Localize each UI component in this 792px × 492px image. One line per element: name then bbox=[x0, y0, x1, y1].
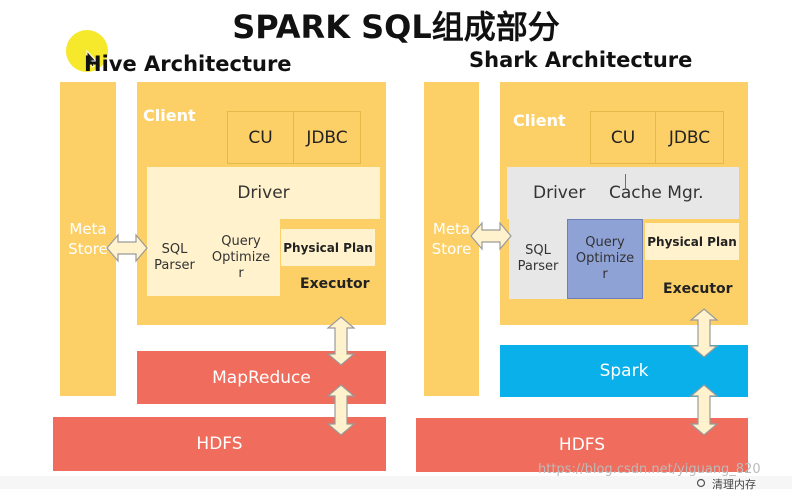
shark-spark-label: Spark bbox=[599, 361, 649, 381]
hive-hdfs-label: HDFS bbox=[196, 434, 243, 454]
hive-query-optimizer: Query Optimize r bbox=[202, 219, 280, 296]
shark-hdfs: HDFS bbox=[416, 418, 748, 472]
shark-cache-mgr-label: Cache Mgr. bbox=[609, 183, 704, 203]
shark-metastore-parser-arrow bbox=[470, 221, 512, 251]
hive-cu: CU bbox=[227, 111, 294, 164]
shark-hdfs-label: HDFS bbox=[558, 435, 606, 455]
shark-jdbc: JDBC bbox=[656, 111, 724, 164]
mouse-cursor-icon bbox=[86, 49, 98, 68]
hive-jdbc: JDBC bbox=[294, 111, 361, 164]
shark-metastore-label: Meta Store bbox=[431, 220, 472, 258]
hive-sql-parser: SQL Parser bbox=[147, 219, 202, 296]
text-cursor bbox=[625, 174, 626, 190]
shark-executor-spark-arrow bbox=[689, 308, 719, 358]
hive-executor-mapreduce-arrow bbox=[326, 316, 356, 366]
shark-driver-label: Driver bbox=[533, 183, 586, 203]
shark-driver-cache: Driver Cache Mgr. bbox=[507, 167, 739, 219]
refresh-icon[interactable] bbox=[696, 478, 706, 488]
hive-client-label: Client bbox=[143, 106, 196, 125]
hive-physical-plan-label: Physical Plan bbox=[283, 240, 373, 255]
hive-mapreduce-label: MapReduce bbox=[212, 367, 311, 388]
footer-bar bbox=[0, 476, 792, 489]
page-title: SPARK SQL组成部分 bbox=[232, 8, 560, 46]
hive-metastore-label: Meta Store bbox=[68, 220, 108, 258]
hive-mapreduce-hdfs-arrow bbox=[326, 384, 356, 436]
shark-sql-parser-label: SQL Parser bbox=[517, 243, 559, 274]
hive-sql-parser-label: SQL Parser bbox=[154, 241, 195, 273]
hive-metastore-parser-arrow bbox=[106, 233, 148, 263]
hive-query-optimizer-label: Query Optimize r bbox=[211, 233, 271, 281]
hive-driver: Driver bbox=[147, 167, 380, 219]
watermark-url: https://blog.csdn.net/yiguang_820 bbox=[538, 462, 761, 477]
shark-sql-parser: SQL Parser bbox=[509, 219, 567, 299]
hive-architecture-title: Hive Architecture bbox=[84, 52, 292, 76]
hive-executor-label: Executor bbox=[300, 276, 370, 292]
shark-metastore: Meta Store bbox=[424, 82, 479, 396]
shark-client-label: Client bbox=[513, 111, 566, 130]
hive-physical-plan: Physical Plan bbox=[281, 229, 375, 266]
shark-cu-label: CU bbox=[610, 127, 636, 148]
clear-memory-button[interactable]: 清理内存 bbox=[712, 478, 756, 491]
shark-cu: CU bbox=[590, 111, 656, 164]
hive-metastore: Meta Store bbox=[60, 82, 116, 396]
hive-cu-label: CU bbox=[248, 127, 273, 148]
shark-physical-plan-label: Physical Plan bbox=[647, 234, 737, 249]
shark-query-optimizer-label: Query Optimize r bbox=[575, 235, 635, 282]
shark-jdbc-label: JDBC bbox=[668, 127, 711, 148]
shark-architecture-title: Shark Architecture bbox=[469, 48, 693, 72]
hive-jdbc-label: JDBC bbox=[306, 127, 348, 148]
hive-driver-label: Driver bbox=[237, 183, 290, 203]
shark-query-optimizer: Query Optimize r bbox=[567, 219, 643, 299]
shark-executor-label: Executor bbox=[663, 281, 733, 297]
shark-spark-hdfs-arrow bbox=[689, 384, 719, 436]
shark-physical-plan: Physical Plan bbox=[645, 223, 739, 260]
